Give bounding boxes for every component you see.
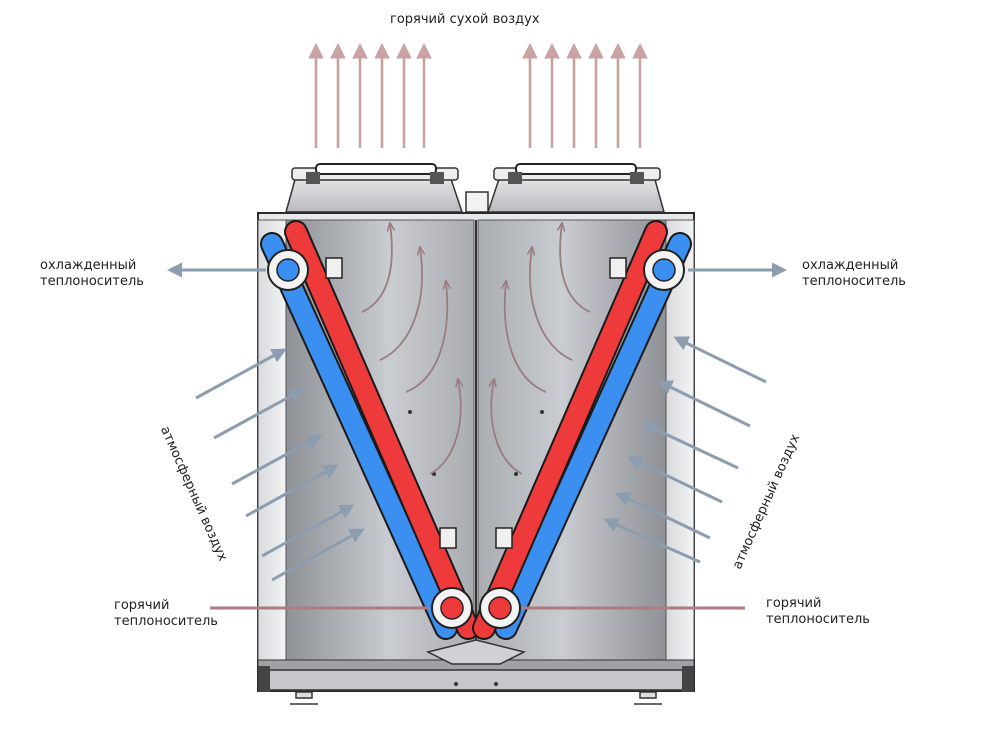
fan-right <box>486 163 665 213</box>
intake-arrows-right <box>603 336 767 564</box>
right-hot-label-1: горячий <box>766 596 822 611</box>
bottom-manifold <box>425 639 527 665</box>
right-cooled-label-2: теплоноситель <box>802 274 906 289</box>
left-cooled-label-2: теплоноситель <box>40 274 144 289</box>
center-cap <box>465 191 489 213</box>
left-cooled-label-1: охлажденный <box>40 258 137 273</box>
coil-right <box>472 220 692 640</box>
exhaust-arrows <box>308 42 648 148</box>
fan-left <box>285 163 464 213</box>
hot-dry-air-label: горячий сухой воздух <box>390 12 540 27</box>
right-cooled-label-1: охлажденный <box>802 258 899 273</box>
left-hot-label-1: горячий <box>114 598 170 613</box>
intake-arrows-left <box>195 348 365 582</box>
left-hot-label-2: теплоноситель <box>114 614 218 629</box>
internal-airflow <box>361 224 591 475</box>
coil-left <box>260 220 480 640</box>
right-hot-label-2: теплоноситель <box>766 612 870 627</box>
